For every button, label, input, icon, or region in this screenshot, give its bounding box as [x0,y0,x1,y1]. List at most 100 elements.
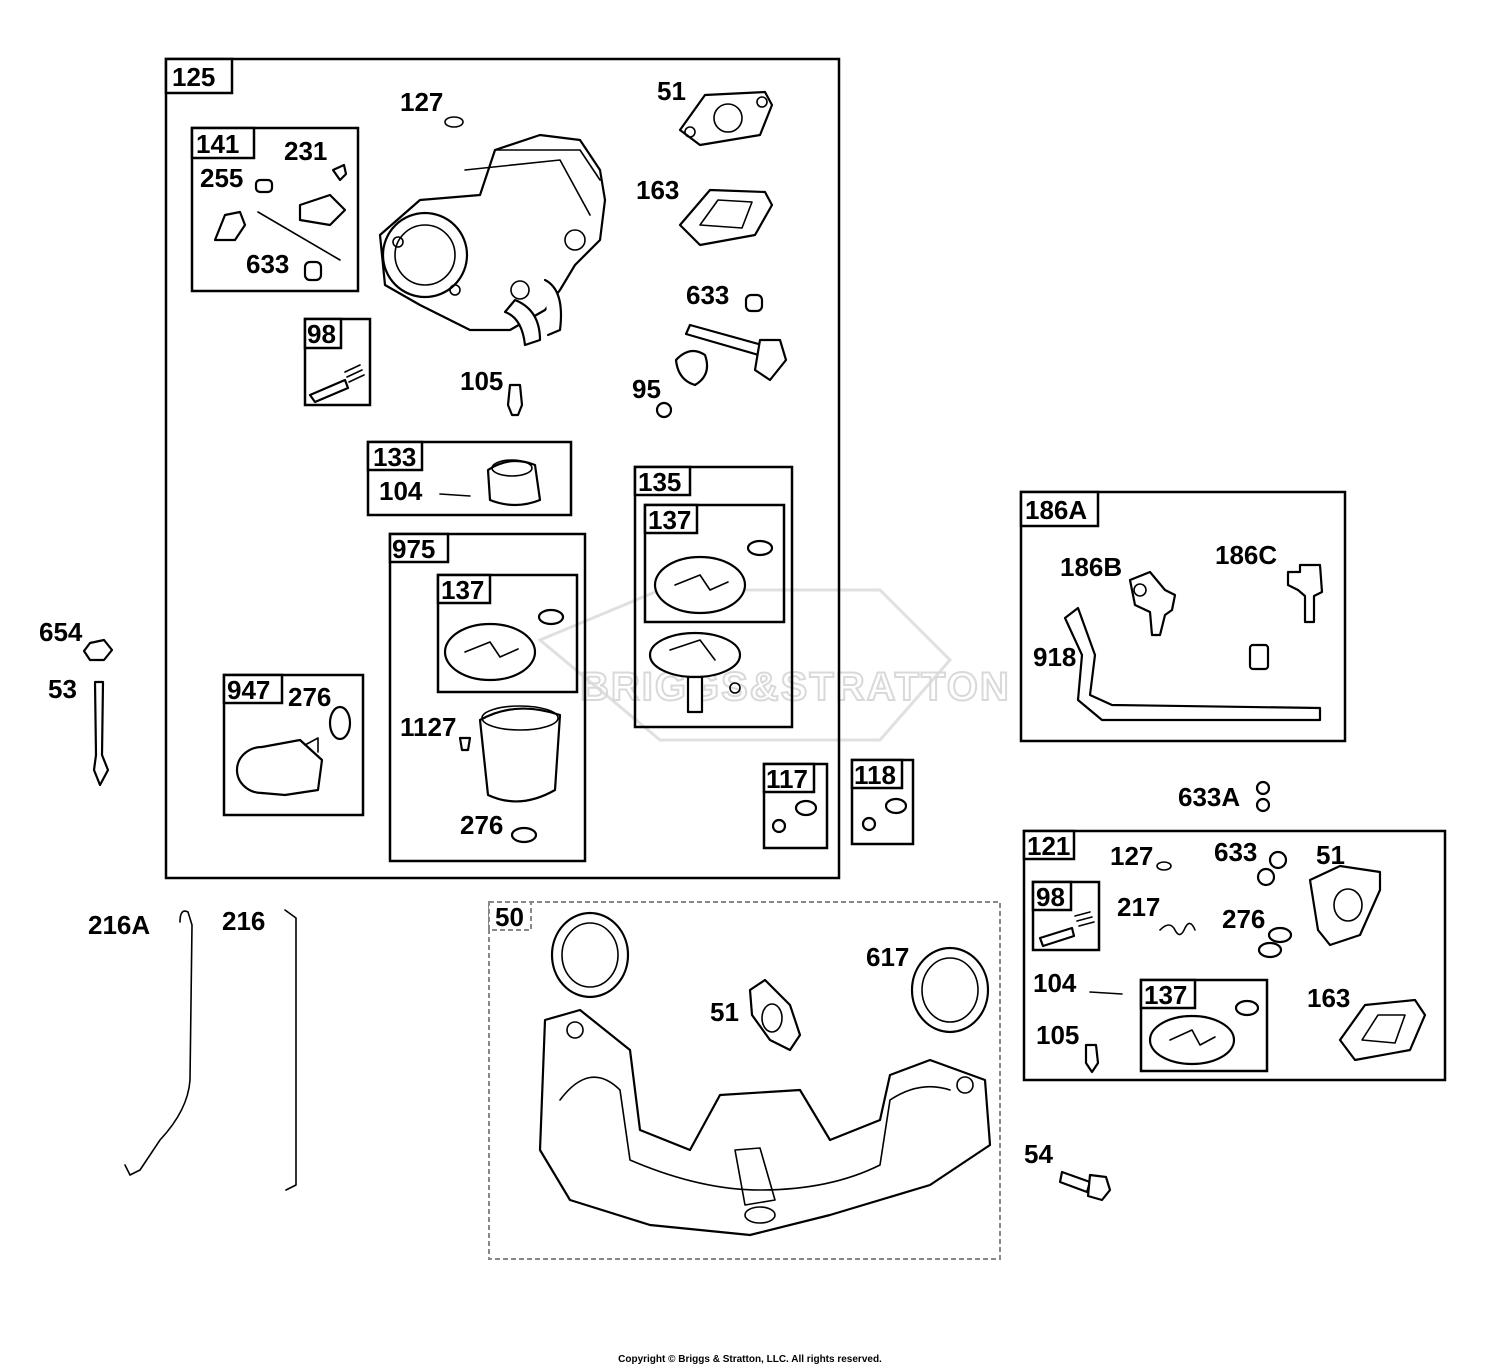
group-186A-tag: 186A [1025,495,1087,525]
carburetor-body[interactable] [378,133,607,347]
group-135-tagbox [633,465,692,497]
label-276-c: 276 [1222,904,1265,934]
label-104-b: 104 [1033,968,1077,998]
label-105-b: 105 [1036,1020,1079,1050]
part-216-link[interactable] [284,909,297,1191]
group-137-b-tagbox [436,573,492,605]
part-manifold-left-seal[interactable] [550,911,630,999]
part-127-b-o-ring[interactable] [1156,861,1172,871]
part-633-b-seal[interactable] [744,293,764,313]
part-50-intake-manifold[interactable] [538,1008,992,1237]
part-137-c-seal[interactable] [1234,999,1260,1017]
label-633-b: 633 [686,280,729,310]
part-137-a-gasket[interactable] [653,555,747,615]
part-104-b-pin[interactable] [1089,991,1123,995]
part-633A-seals[interactable] [1255,780,1271,813]
part-117-screw[interactable] [771,818,787,834]
copyright-notice: Copyright © Briggs & Stratton, LLC. All … [618,1354,882,1365]
part-918-hose[interactable] [1063,606,1322,722]
part-137-b-seal[interactable] [537,608,565,626]
group-50-tagbox [488,901,532,931]
part-118-screw[interactable] [861,816,877,832]
part-104-pin[interactable] [439,493,471,497]
part-186C-fitting[interactable] [1286,563,1324,624]
group-135-tag: 135 [638,467,681,497]
part-105-b-needle[interactable] [1084,1043,1100,1074]
part-133-float[interactable] [486,459,542,507]
part-216A-link[interactable] [124,910,193,1176]
part-127-o-ring[interactable] [444,116,464,128]
group-117-tag: 117 [766,764,808,794]
part-633-seal[interactable] [303,260,323,282]
group-137-c-tagbox [1139,978,1197,1010]
group-947-tag: 947 [227,675,270,705]
part-141-plate[interactable] [298,193,347,227]
part-98-b-spring[interactable] [1074,911,1095,927]
label-186C: 186C [1215,540,1277,570]
part-217-spring[interactable] [1159,922,1196,936]
part-975-float-bowl[interactable] [478,705,562,803]
part-186A-clamp[interactable] [1248,643,1270,671]
part-141-lever[interactable] [213,210,247,242]
group-117-tagbox [762,762,816,794]
part-1127-screw[interactable] [458,736,472,752]
label-1127: 1127 [400,712,456,742]
part-633-c-seals[interactable] [1256,850,1288,887]
part-98-screw[interactable] [308,378,350,404]
part-276-a-gasket[interactable] [328,705,352,741]
label-163: 163 [636,175,679,205]
part-276-b-gasket[interactable] [510,826,538,844]
part-135-emulsion-tube[interactable] [648,631,742,714]
group-98-tag: 98 [307,319,336,349]
part-throttle-plate[interactable] [674,349,709,387]
part-141-shaft[interactable] [257,211,341,261]
part-98-spring[interactable] [344,364,365,383]
group-98-b-tag: 98 [1036,882,1065,912]
part-186B-fitting[interactable] [1128,570,1177,637]
group-125-tag: 125 [172,62,215,92]
part-617-seal[interactable] [910,946,990,1034]
group-118-tag: 118 [854,760,896,790]
part-163-gasket[interactable] [678,188,774,247]
group-975-tagbox [388,532,450,564]
part-276-c-gaskets[interactable] [1257,926,1293,959]
part-53-stud[interactable] [92,680,110,787]
group-125-tagbox [164,57,234,95]
part-51-c-gasket[interactable] [1308,864,1382,947]
part-137-c-gasket[interactable] [1148,1014,1236,1066]
label-216: 216 [222,906,265,936]
group-137-b-tag: 137 [441,575,484,605]
part-95-screw[interactable] [655,401,673,419]
part-throttle-lever[interactable] [753,338,788,382]
group-125-frame [164,57,841,880]
group-98-tagbox [303,317,343,350]
part-54-bolt[interactable] [1058,1170,1112,1202]
label-186B: 186B [1060,552,1122,582]
part-98-b-screw[interactable] [1038,926,1076,948]
part-51-gasket[interactable] [678,90,774,147]
group-133-tagbox [366,440,424,472]
part-137-a-seal[interactable] [746,539,774,557]
label-216A: 216A [88,910,150,940]
part-117-washer[interactable] [794,799,818,817]
part-118-washer[interactable] [884,797,908,815]
part-51-b-gasket[interactable] [748,978,802,1052]
part-255-bushing[interactable] [254,178,274,194]
group-98-b-tagbox [1031,880,1073,912]
part-654-nut[interactable] [82,638,114,662]
watermark-text: BRIGGS&STRATTON [580,665,1011,709]
part-163-b-gasket[interactable] [1338,998,1427,1062]
label-53: 53 [48,674,77,704]
label-54: 54 [1024,1139,1053,1169]
label-127-b: 127 [1110,841,1153,871]
group-118-tagbox [850,758,904,790]
label-633: 633 [246,249,289,279]
label-654: 654 [39,617,83,647]
label-95: 95 [632,374,661,404]
part-105-needle[interactable] [506,383,524,417]
part-947-solenoid[interactable] [235,737,324,797]
part-231-screw[interactable] [331,163,348,182]
part-137-b-gasket[interactable] [443,622,537,682]
group-137-c-tag: 137 [1144,980,1187,1010]
